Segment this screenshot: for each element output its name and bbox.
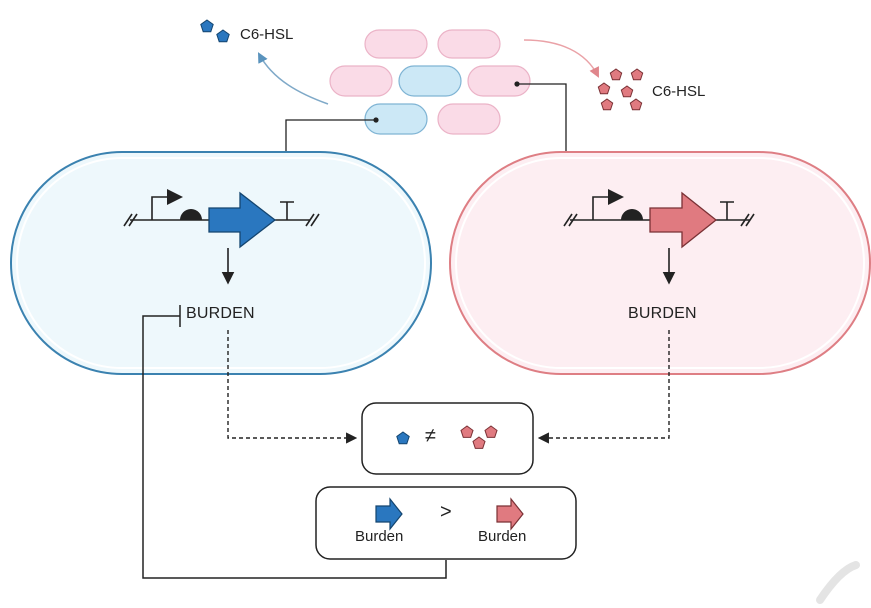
blue-pentagon-icon <box>396 431 410 445</box>
pink-burden-text: Burden <box>478 528 527 545</box>
blue-burden-dashed-arrow <box>227 330 358 444</box>
blue-pentagon-icon <box>200 19 230 43</box>
blue-cell <box>10 151 432 375</box>
pink-pellet <box>437 103 501 135</box>
zoom-point-blue <box>373 117 379 123</box>
not-equal-operator: ≠ <box>425 425 436 447</box>
promoter-icon <box>151 196 168 220</box>
terminator-icon <box>280 201 294 220</box>
pink-pentagon-icon <box>597 68 644 111</box>
pink-circuit <box>563 189 755 285</box>
blue-burden-label: BURDEN <box>186 305 255 322</box>
pink-cell <box>449 151 871 375</box>
pink-c6-hsl-label: C6-HSL <box>652 83 706 100</box>
dna-break-right <box>740 213 750 227</box>
zoom-connectors <box>285 83 567 152</box>
gene-arrow-icon <box>649 191 718 249</box>
blue-c6-hsl-label: C6-HSL <box>240 26 294 43</box>
dna-break-left <box>123 213 133 227</box>
watermark-mark <box>816 561 860 604</box>
greater-than-operator: > <box>440 501 452 523</box>
pink-pellet <box>329 65 393 97</box>
pink-pentagon-icon <box>460 425 498 449</box>
blue-signal-arrow <box>258 52 329 105</box>
blue-burden-text: Burden <box>355 528 404 545</box>
blue-pellet <box>398 65 462 97</box>
rbs-icon <box>180 209 202 220</box>
cell-colony <box>329 29 531 135</box>
pink-burden-dashed-arrow <box>537 330 670 444</box>
pink-gene-arrow-icon <box>496 497 524 531</box>
promoter-icon <box>592 196 609 220</box>
blue-circuit <box>123 189 320 285</box>
terminator-icon <box>720 201 734 220</box>
pink-pellet <box>364 29 428 59</box>
pink-pellet <box>437 29 501 59</box>
inhibition-feedback <box>142 305 447 579</box>
blue-pellet <box>364 103 428 135</box>
pink-signal-arrow <box>523 39 599 78</box>
dna-break-left <box>563 213 573 227</box>
gene-arrow-icon <box>208 191 277 249</box>
blue-gene-arrow-icon <box>375 497 403 531</box>
rbs-icon <box>621 209 643 220</box>
dna-break-right <box>305 213 315 227</box>
pink-pellet <box>467 65 531 97</box>
comparison-box <box>361 402 534 475</box>
pink-burden-label: BURDEN <box>628 305 697 322</box>
zoom-point-pink <box>514 81 520 87</box>
